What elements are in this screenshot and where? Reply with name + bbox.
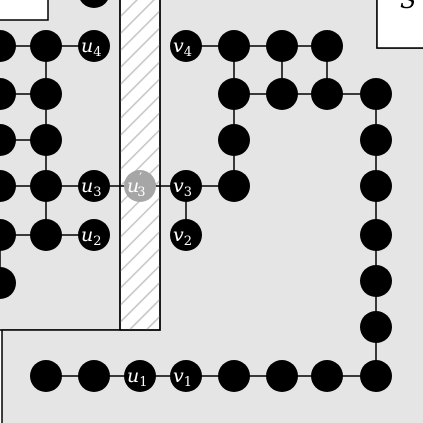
node-grid-mid-2 xyxy=(266,78,298,110)
node-u3 xyxy=(78,170,110,202)
node-grid-top-1 xyxy=(218,30,250,62)
node-grid-top-3 xyxy=(311,30,343,62)
node-v2 xyxy=(170,219,202,251)
node-outer-col-2 xyxy=(360,170,392,202)
label-u3-prime: u′3 xyxy=(127,171,145,200)
node-u3-prime xyxy=(124,170,156,202)
node-outer-col-4 xyxy=(360,265,392,297)
hatched-gap xyxy=(119,0,161,331)
node-outer-col-3 xyxy=(360,219,392,251)
node-grid-top-2 xyxy=(266,30,298,62)
node-left-r6-c0 xyxy=(0,267,16,299)
node-left-r5-c0 xyxy=(0,219,16,251)
node-left-r4-c0 xyxy=(0,170,16,202)
node-left-r1-c1 xyxy=(30,30,62,62)
label-v2: v2 xyxy=(173,224,192,249)
node-bottom-5 xyxy=(218,360,250,392)
node-bottom-7 xyxy=(311,360,343,392)
nodes xyxy=(0,0,392,392)
label-u2: u2 xyxy=(81,224,102,249)
label-u1: u1 xyxy=(127,365,148,390)
label-v3: v3 xyxy=(173,175,192,200)
node-left-r4-c1 xyxy=(30,170,62,202)
node-grid-mid-3 xyxy=(311,78,343,110)
node-v4 xyxy=(170,30,202,62)
node-left-r5-c1 xyxy=(30,219,62,251)
label-v4: v4 xyxy=(173,35,192,60)
node-bottom-6 xyxy=(266,360,298,392)
node-outer-col-5 xyxy=(360,311,392,343)
node-corner-bottom-right xyxy=(360,360,392,392)
node-corner-top-right xyxy=(360,78,392,110)
node-u1 xyxy=(124,360,156,392)
label-u3: u3 xyxy=(81,175,102,200)
node-v1 xyxy=(170,360,202,392)
label-v1: v1 xyxy=(173,365,192,390)
node-bottom-1 xyxy=(30,360,62,392)
node-left-r2-c1 xyxy=(30,78,62,110)
node-inner-col-1 xyxy=(218,124,250,156)
node-grid-mid-1 xyxy=(218,78,250,110)
node-outer-col-1 xyxy=(360,124,392,156)
node-left-r2-c0 xyxy=(0,78,16,110)
node-left-r3-c0 xyxy=(0,124,16,156)
corner-box xyxy=(376,0,423,49)
node-left-r1-c0 xyxy=(0,30,16,62)
corner-label: S xyxy=(400,0,416,14)
label-u4: u4 xyxy=(81,35,102,60)
node-v3 xyxy=(170,170,202,202)
node-bottom-2 xyxy=(78,360,110,392)
node-inner-col-2 xyxy=(218,170,250,202)
node-labels: u4 v4 u3 u′3 v3 u2 v2 u1 v1 xyxy=(81,35,192,390)
node-u4 xyxy=(78,30,110,62)
node-left-r3-c1 xyxy=(30,124,62,156)
node-u2 xyxy=(78,219,110,251)
node-top-stub xyxy=(80,0,108,8)
